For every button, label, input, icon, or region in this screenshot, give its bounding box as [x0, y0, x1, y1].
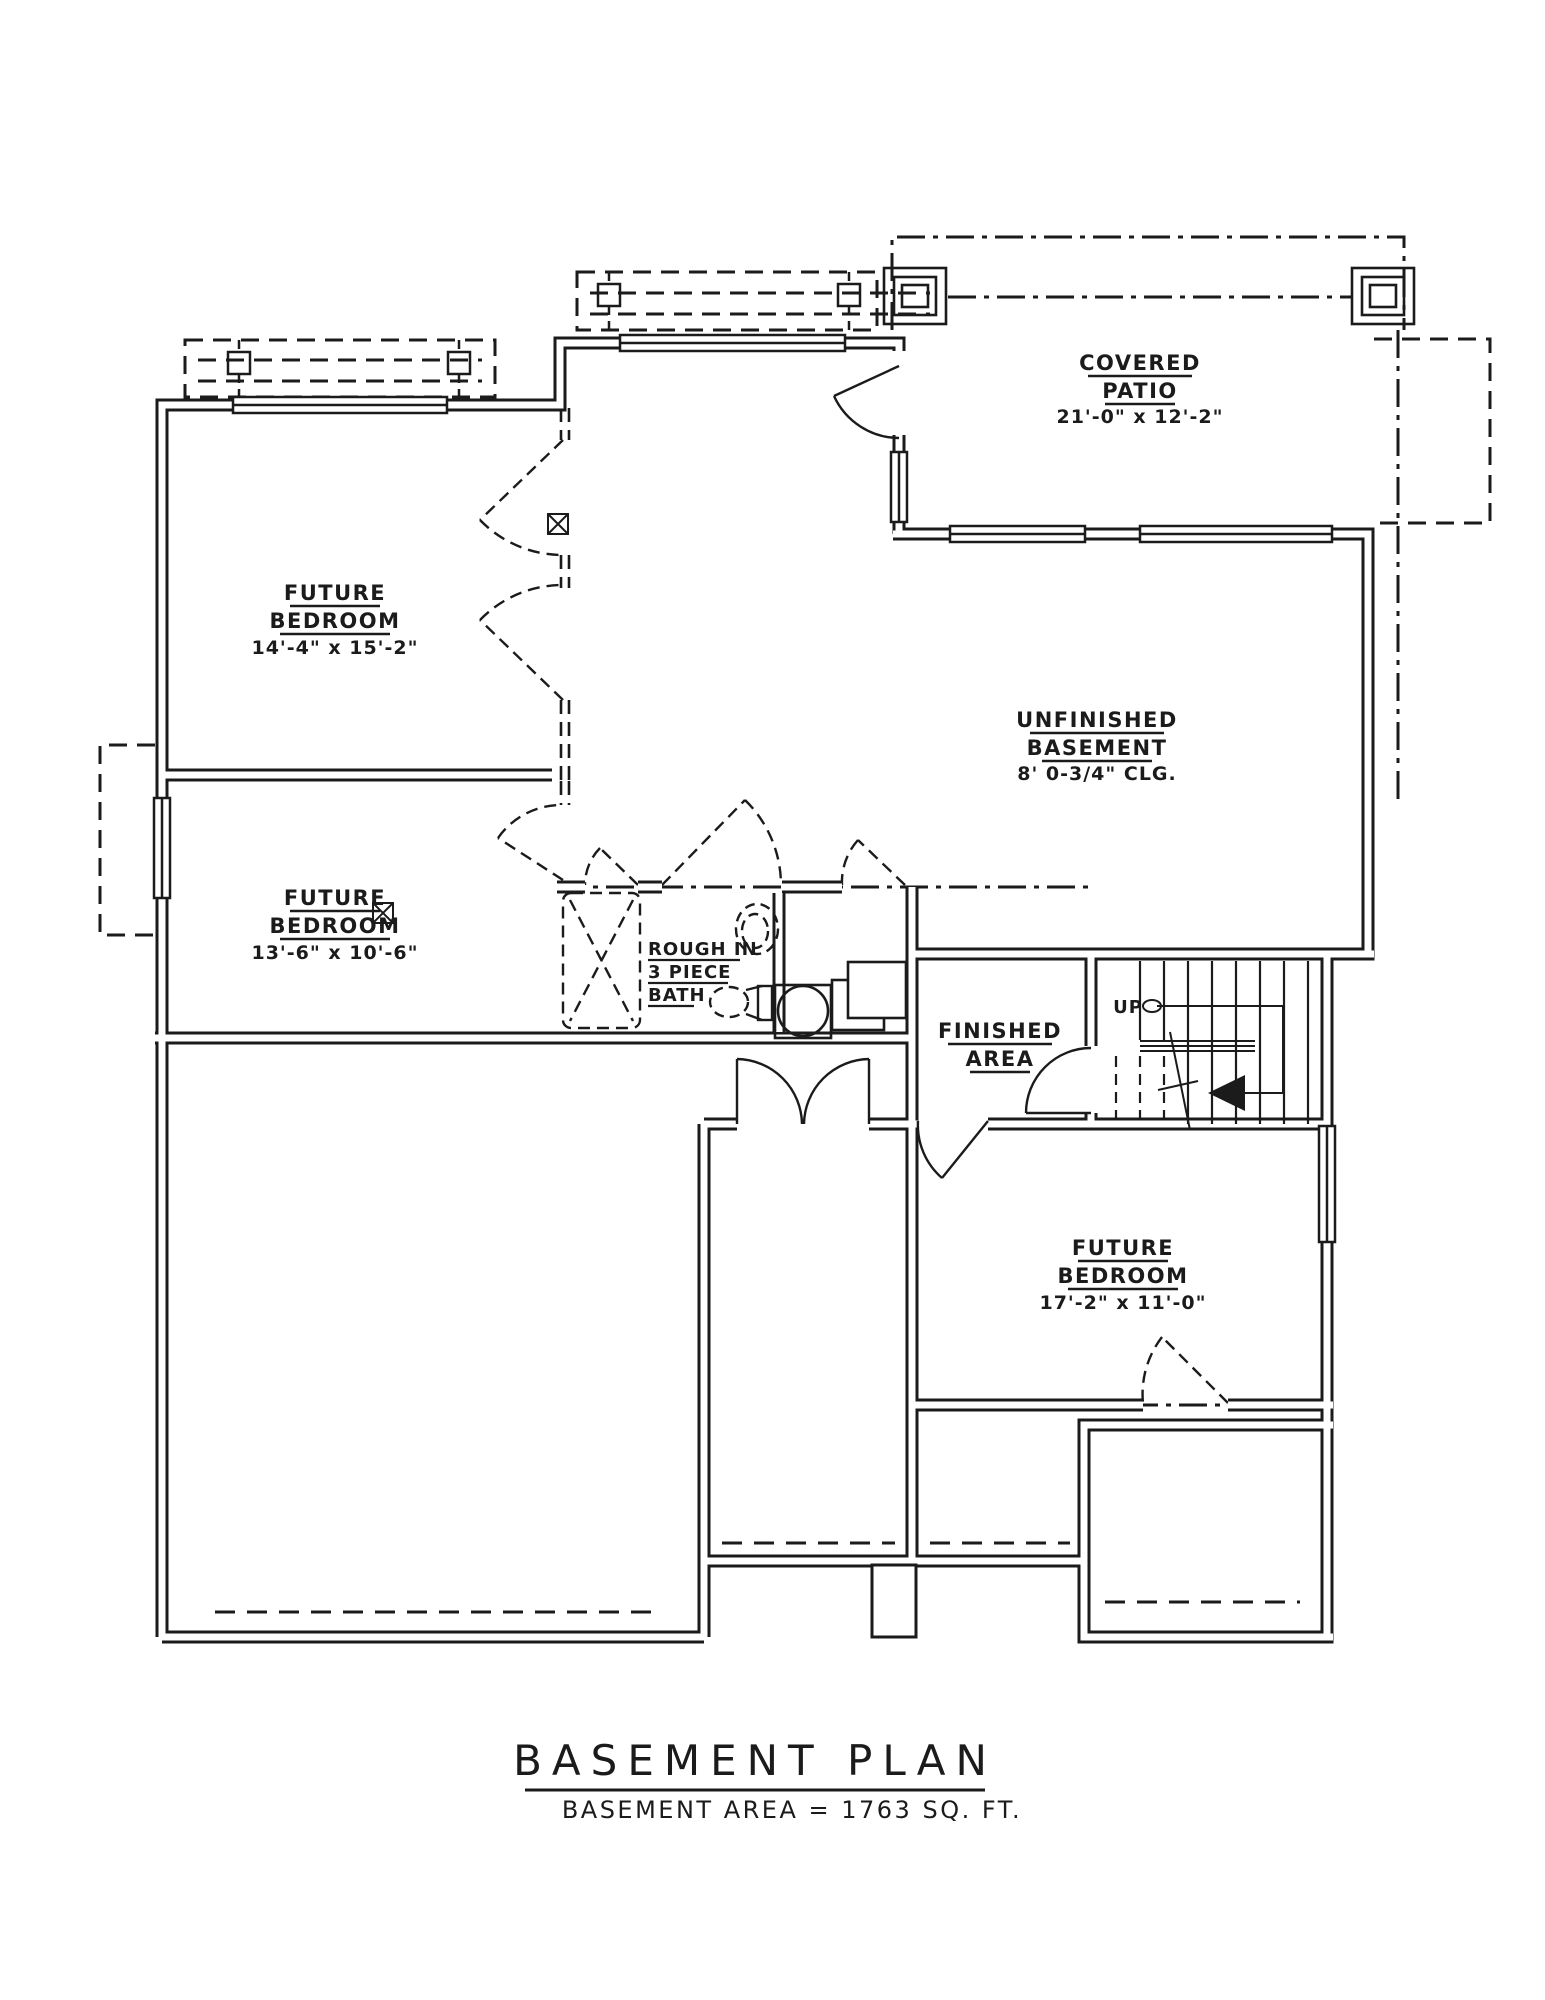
svg-text:BATH: BATH — [648, 985, 706, 1006]
foundation-pier — [870, 1563, 918, 1639]
svg-text:FUTURE: FUTURE — [1072, 1236, 1174, 1260]
room-label-future-bedroom-1: FUTURE BEDROOM 14'-4" x 15'-2" — [251, 581, 418, 659]
window-bedroom3-east — [1317, 1124, 1337, 1244]
svg-text:8' 0-3/4" CLG.: 8' 0-3/4" CLG. — [1017, 763, 1177, 785]
toilet-rough-in — [708, 984, 774, 1022]
window-left-wall — [152, 796, 172, 900]
window-basement-north-a — [948, 524, 1087, 544]
svg-text:PATIO: PATIO — [1102, 379, 1178, 403]
plan-subtitle: BASEMENT AREA = 1763 SQ. FT. — [562, 1796, 1022, 1824]
room-label-unfinished-basement: UNFINISHED BASEMENT 8' 0-3/4" CLG. — [1016, 708, 1178, 785]
stair-direction-arrow — [1208, 1075, 1245, 1111]
doors — [735, 364, 1092, 1179]
window-well-top-middle — [575, 270, 930, 332]
patio-step-dashed — [1374, 337, 1492, 525]
plan-title: BASEMENT PLAN — [513, 1736, 997, 1785]
walkline-start — [1142, 999, 1162, 1013]
svg-text:COVERED: COVERED — [1079, 351, 1201, 375]
patio-column-right — [1350, 266, 1416, 326]
staircase — [1114, 961, 1310, 1131]
window-bedroom1-top — [231, 395, 449, 415]
svg-text:17'-2" x 11'-0": 17'-2" x 11'-0" — [1039, 1292, 1206, 1314]
room-label-covered-patio: COVERED PATIO 21'-0" x 12'-2" — [1056, 351, 1223, 428]
svg-text:FUTURE: FUTURE — [284, 886, 386, 910]
patio-column-left — [882, 266, 948, 326]
stair-treads-below — [1114, 1056, 1166, 1120]
fixtures — [372, 513, 908, 1040]
svg-text:14'-4" x 15'-2": 14'-4" x 15'-2" — [251, 637, 418, 659]
svg-text:FUTURE: FUTURE — [284, 581, 386, 605]
stairs-up-label: UP — [1113, 997, 1143, 1018]
room-label-future-bedroom-3: FUTURE BEDROOM 17'-2" x 11'-0" — [1039, 1236, 1206, 1314]
svg-text:FINISHED: FINISHED — [938, 1019, 1062, 1043]
door-entry-to-patio — [832, 364, 900, 440]
door-hall-to-bedroom3 — [916, 1120, 989, 1179]
window-well-left — [98, 743, 155, 937]
svg-text:21'-0" x 12'-2": 21'-0" x 12'-2" — [1056, 406, 1223, 428]
room-label-finished-area: FINISHED AREA — [938, 1019, 1062, 1074]
svg-text:BEDROOM: BEDROOM — [269, 609, 400, 633]
footing-lines — [215, 1541, 1300, 1614]
lavatory-rough-in — [734, 902, 780, 956]
room-labels: FUTURE BEDROOM 14'-4" x 15'-2" FUTURE BE… — [251, 351, 1223, 1314]
future-door-swings — [479, 439, 1229, 1404]
window-entry-top — [618, 333, 847, 353]
future-walls — [559, 408, 571, 805]
svg-text:UNFINISHED: UNFINISHED — [1016, 708, 1178, 732]
stair-rail — [1140, 1040, 1255, 1052]
svg-text:13'-6" x 10'-6": 13'-6" x 10'-6" — [251, 942, 418, 964]
double-door-finished-area — [735, 1057, 871, 1125]
window-entry-east — [889, 450, 909, 524]
dashed-details — [98, 235, 1492, 1614]
windows — [152, 333, 1337, 1244]
furnace — [830, 960, 908, 1032]
room-label-future-bedroom-2: FUTURE BEDROOM 13'-6" x 10'-6" — [251, 886, 418, 964]
svg-text:BEDROOM: BEDROOM — [1057, 1264, 1188, 1288]
svg-text:3 PIECE: 3 PIECE — [648, 962, 731, 983]
svg-text:AREA: AREA — [965, 1047, 1034, 1071]
svg-text:BEDROOM: BEDROOM — [269, 914, 400, 938]
post-markers — [372, 513, 569, 924]
stair-walkline — [1157, 1005, 1284, 1094]
svg-text:ROUGH IN: ROUGH IN — [648, 939, 758, 960]
room-label-bath: ROUGH IN 3 PIECE BATH — [648, 939, 758, 1008]
stair-break-line — [1157, 1031, 1199, 1131]
window-well-top-middle-posts — [596, 272, 862, 330]
patio-columns — [882, 266, 1416, 326]
svg-text:BASEMENT: BASEMENT — [1027, 736, 1168, 760]
door-hall-to-stairs — [1024, 1046, 1092, 1115]
window-basement-north-b — [1138, 524, 1334, 544]
shower-rough-in — [561, 891, 642, 1030]
title-block: BASEMENT PLAN BASEMENT AREA = 1763 SQ. F… — [513, 1736, 1022, 1824]
walls — [155, 336, 1375, 1644]
window-well-top-left-posts — [226, 340, 472, 397]
